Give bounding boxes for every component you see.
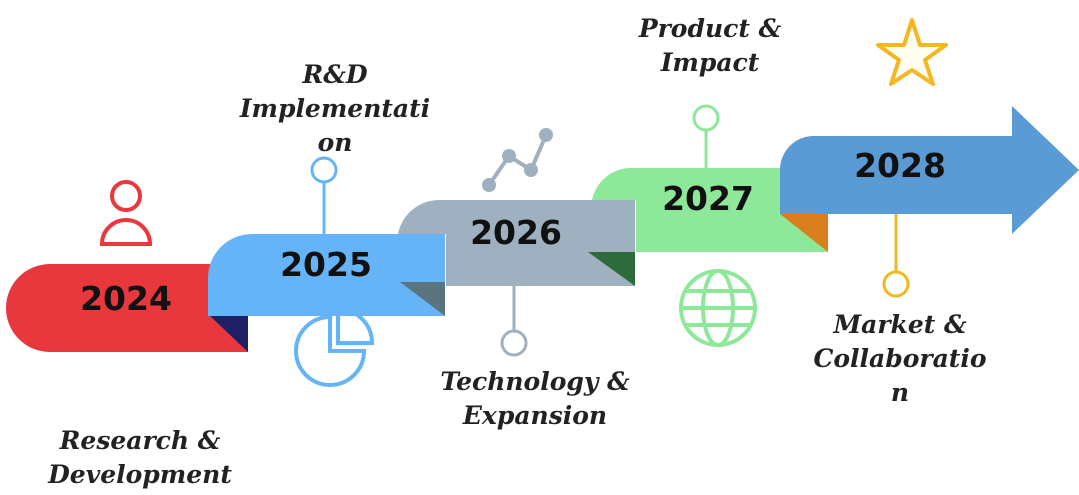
label-2024-line-2: Development [48, 460, 232, 489]
pin-2028 [882, 214, 910, 298]
label-2027-line-2: Impact [660, 48, 760, 77]
fold-2026 [588, 252, 635, 286]
label-2025-line-1: R&D [302, 60, 368, 89]
label-2025-line-2: Implementati [239, 94, 431, 123]
fold-2027 [780, 214, 828, 252]
year-2026: 2026 [470, 213, 562, 252]
label-2026-line-2: Expansion [462, 401, 608, 430]
label-2028: Market & Collaboratio n [790, 308, 1010, 410]
year-2024: 2024 [80, 279, 172, 318]
fold-2025 [400, 282, 445, 316]
pin-2025 [310, 156, 338, 234]
milestone-2024: 2024 [6, 264, 248, 352]
pin-2027 [692, 104, 720, 168]
label-2028-line-3: n [890, 378, 910, 407]
year-2027: 2027 [662, 179, 754, 218]
fold-2024 [208, 314, 248, 352]
arrow-2028 [780, 106, 1079, 234]
milestone-2025: 2025 [208, 234, 445, 316]
band-2027 [592, 168, 828, 252]
band-2025 [208, 234, 445, 316]
star-icon [876, 18, 948, 86]
globe-icon [679, 269, 757, 347]
label-2025-line-3: on [317, 128, 353, 157]
label-2024: Research & Development [30, 424, 250, 492]
year-2028: 2028 [854, 146, 946, 185]
label-2027-line-1: Product & [638, 14, 782, 43]
band-2026 [398, 199, 635, 286]
label-2026-line-1: Technology & [440, 367, 630, 396]
year-2025: 2025 [280, 245, 372, 284]
label-2025: R&D Implementati on [220, 58, 450, 160]
label-2024-line-1: Research & [59, 426, 221, 455]
milestone-2026: 2026 [398, 199, 635, 286]
band-2024 [6, 264, 248, 352]
milestone-2027: 2027 [592, 168, 828, 252]
user-icon [99, 180, 153, 246]
milestone-2028: 2028 [780, 106, 1079, 234]
pie-chart-icon [294, 306, 375, 387]
label-2028-line-2: Collaboratio [813, 344, 987, 373]
label-2027: Product & Impact [610, 12, 810, 80]
label-2028-line-1: Market & [833, 310, 967, 339]
pin-2026 [500, 286, 528, 357]
line-chart-icon [482, 128, 553, 192]
label-2026: Technology & Expansion [420, 365, 650, 433]
